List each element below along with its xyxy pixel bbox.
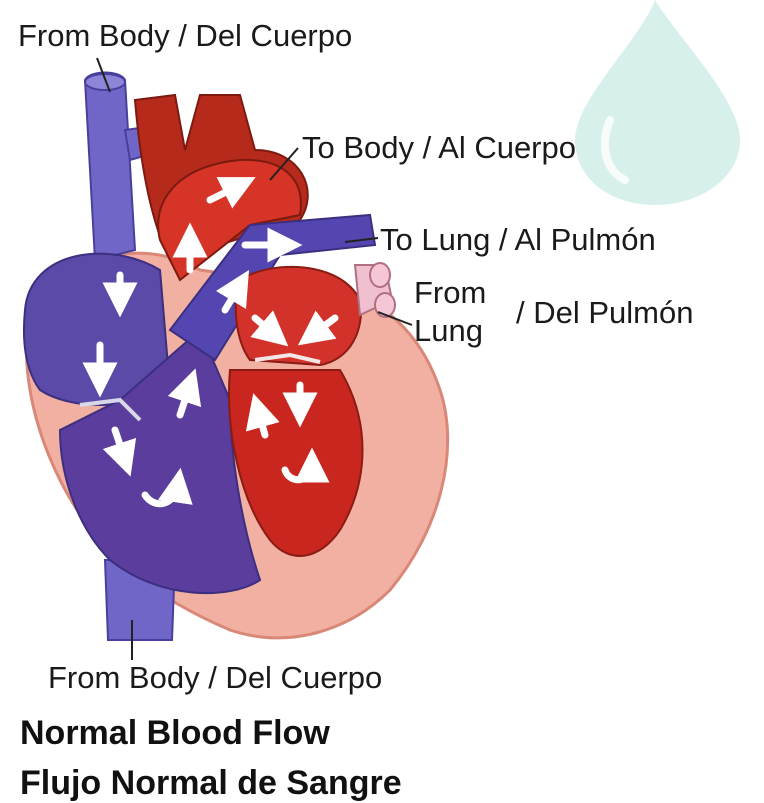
label-from-body-bottom: From Body / Del Cuerpo — [48, 662, 382, 693]
superior-vena-cava — [85, 73, 135, 261]
label-from-lung-line1: From — [414, 277, 486, 308]
label-from-body-top: From Body / Del Cuerpo — [18, 20, 352, 51]
label-to-body: To Body / Al Cuerpo — [302, 132, 576, 163]
pulmonary-vein-opening — [375, 293, 395, 317]
diagram-subtitle: Flujo Normal de Sangre — [20, 766, 402, 800]
label-from-lung-line2: Lung — [414, 315, 483, 346]
label-from-lung-es: / Del Pulmón — [516, 297, 693, 328]
pulmonary-vein-opening — [370, 263, 390, 287]
water-drop-icon — [575, 0, 740, 205]
label-to-lung: To Lung / Al Pulmón — [380, 224, 656, 255]
diagram-title: Normal Blood Flow — [20, 716, 330, 750]
